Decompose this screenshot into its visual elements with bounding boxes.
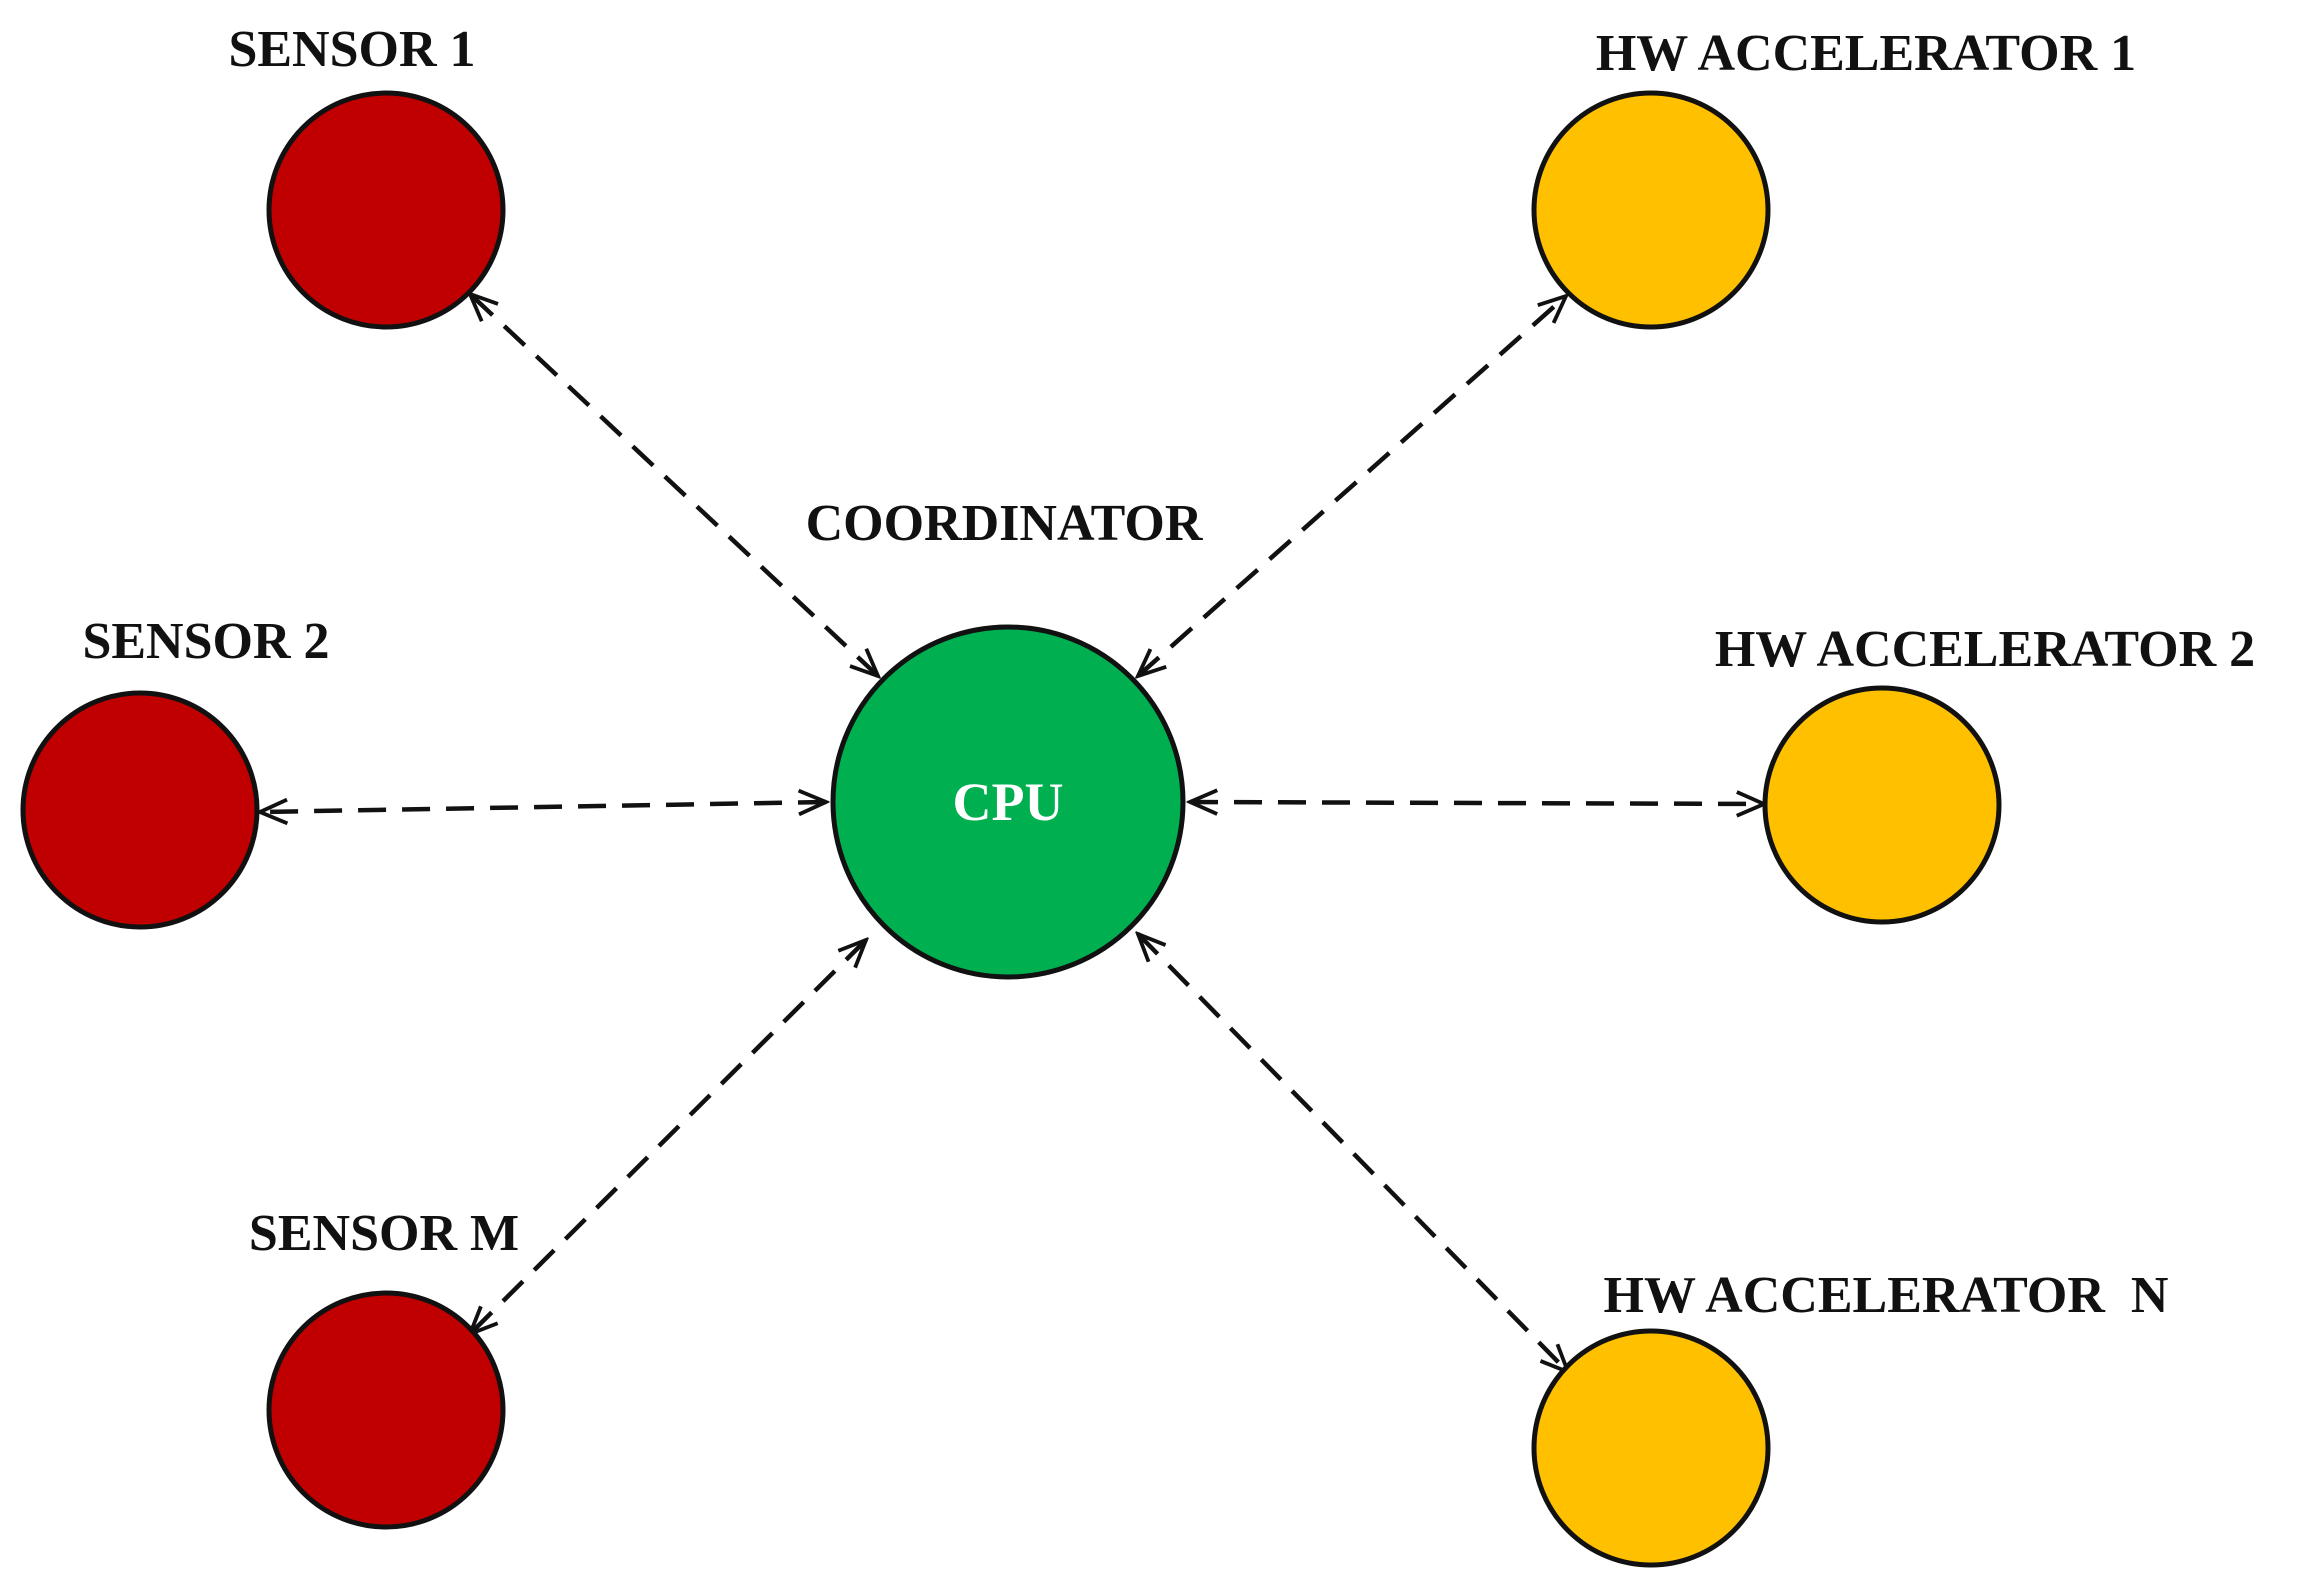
hw-accelerator-2-node xyxy=(1762,685,2002,925)
sensor-m-node xyxy=(266,1290,506,1530)
sensor-1-label: SENSOR 1 xyxy=(228,21,475,78)
sensor-1-node xyxy=(266,90,506,330)
sensor-m-label: SENSOR M xyxy=(249,1205,519,1262)
coordinator-title: COORDINATOR xyxy=(806,495,1204,552)
link-cpu-hw-accelerator-2 xyxy=(1190,802,1764,804)
hw-accelerator-2-label: HW ACCELERATOR 2 xyxy=(1715,621,2255,678)
link-cpu-sensor-m xyxy=(470,940,866,1334)
hw-accelerator-1-node xyxy=(1531,90,1771,330)
link-cpu-sensor-1 xyxy=(470,294,878,676)
link-cpu-sensor-2 xyxy=(260,802,826,812)
link-cpu-hw-accelerator-n xyxy=(1138,934,1568,1372)
hw-accelerator-n-label: HW ACCELERATOR N xyxy=(1604,1267,2169,1324)
sensor-2-node xyxy=(20,690,260,930)
cpu-label: CPU xyxy=(953,772,1064,832)
sensor-2-label: SENSOR 2 xyxy=(82,613,329,670)
hw-accelerator-1-label: HW ACCELERATOR 1 xyxy=(1596,25,2136,82)
cpu-node xyxy=(830,624,1186,980)
hw-accelerator-n-node xyxy=(1531,1328,1771,1568)
link-cpu-hw-accelerator-1 xyxy=(1138,296,1566,676)
